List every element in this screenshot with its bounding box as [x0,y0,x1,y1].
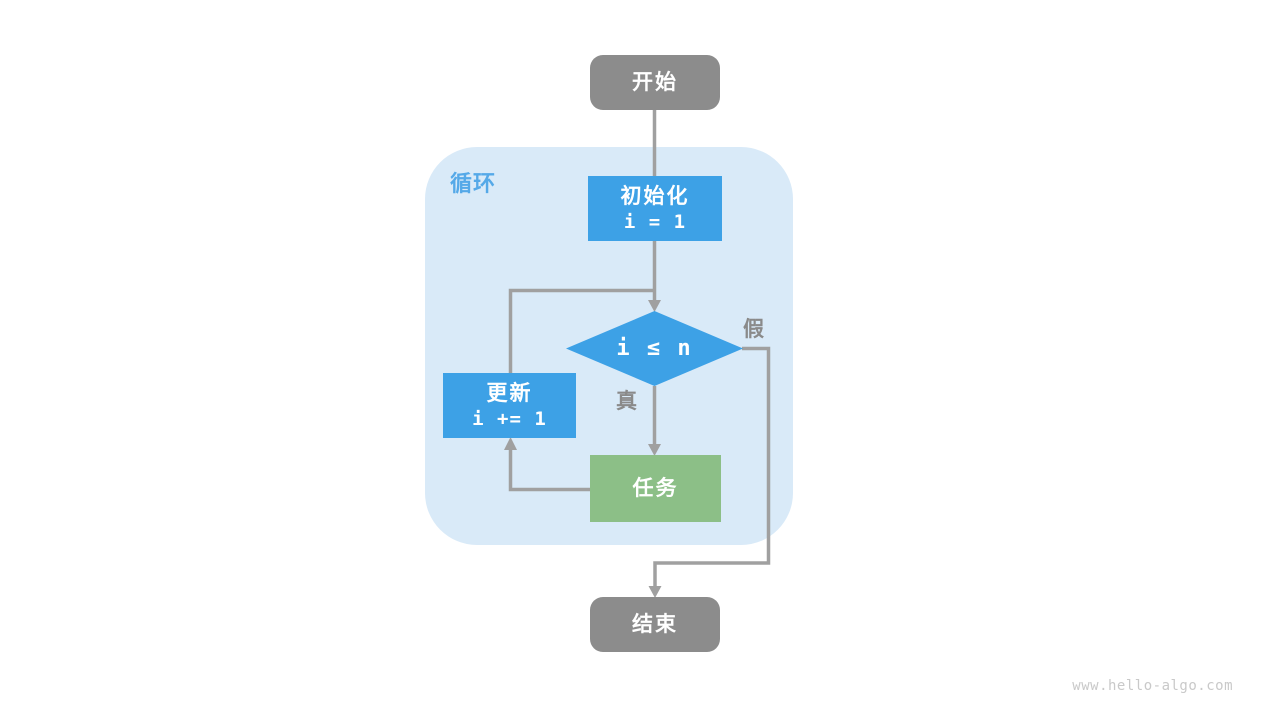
node-condition-label: i ≤ n [616,336,693,361]
node-initialize-title: 初始化 [620,183,690,208]
node-update-title: 更新 [486,380,533,405]
node-update: 更新 i += 1 [443,373,576,438]
arrowhead-into-condition [648,300,661,312]
watermark-text: www.hello-algo.com [1072,678,1233,694]
edge-update-to-condition [508,288,653,374]
edge-label-true: 真 [616,389,637,413]
condition-diamond-shape [566,311,743,386]
arrowhead-into-task [648,444,661,456]
node-task: 任务 [590,455,721,522]
node-start-label: 开始 [632,70,678,95]
loop-group-label: 循环 [450,172,497,197]
edge-task-to-update [508,448,590,492]
edge-condition-to-end [653,346,771,587]
node-end: 结束 [590,597,720,652]
node-start: 开始 [590,55,720,110]
node-initialize-code: i = 1 [623,210,687,233]
node-initialize: 初始化 i = 1 [588,176,722,241]
arrowhead-into-update [504,437,517,450]
node-update-code: i += 1 [472,407,547,430]
arrowhead-into-end [648,586,662,598]
edge-label-false: 假 [743,317,764,341]
node-end-label: 结束 [632,612,678,637]
node-task-label: 任务 [632,476,679,501]
